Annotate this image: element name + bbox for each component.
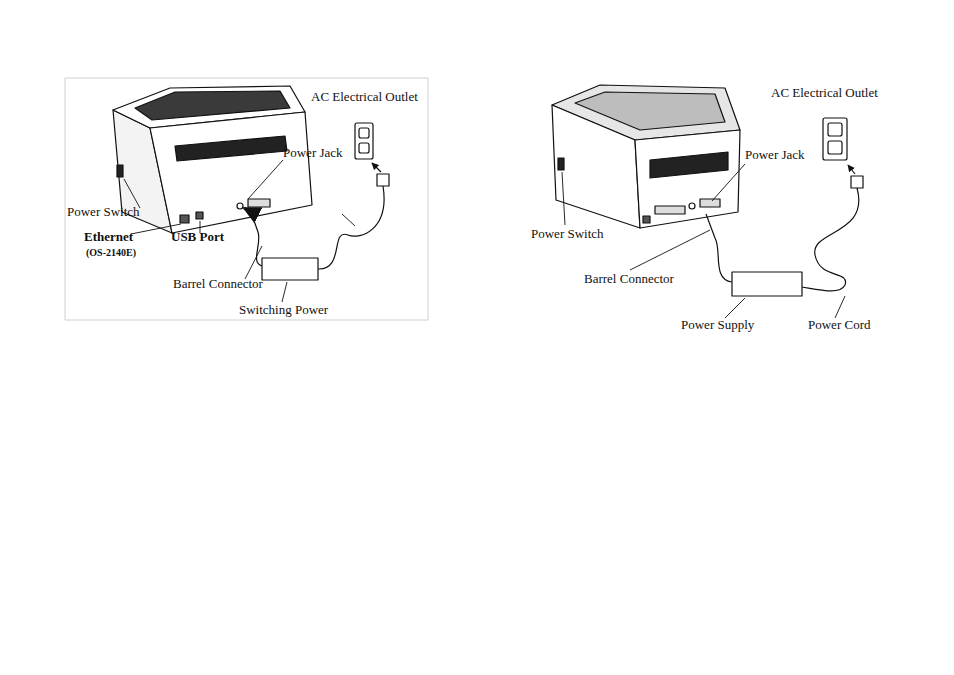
- parallel-port: [655, 206, 685, 214]
- plug-arrow: [372, 163, 381, 172]
- power-supply-brick: [732, 272, 802, 296]
- leader-line: [282, 282, 287, 302]
- power-switch: [117, 165, 123, 177]
- part-label: USB Port: [171, 229, 224, 244]
- part-label: Power Jack: [745, 147, 805, 162]
- image-frame: [65, 78, 428, 320]
- part-label: AC Electrical Outlet: [771, 85, 878, 100]
- part-label: AC Electrical Outlet: [311, 89, 418, 104]
- part-label: Power Supply: [681, 317, 754, 332]
- outlet: [355, 123, 373, 159]
- power-switch: [558, 158, 564, 170]
- outlet-socket: [359, 143, 369, 153]
- usb-port: [196, 212, 203, 219]
- power-jack: [689, 203, 695, 209]
- outlet-socket: [359, 128, 369, 138]
- leader-line: [562, 164, 845, 318]
- part-label: Switching Power: [239, 302, 328, 317]
- part-label: Power Cord: [808, 317, 870, 332]
- leader-line: [725, 298, 745, 318]
- paper-slot: [650, 152, 728, 178]
- paper-slot: [175, 136, 287, 161]
- model-note: (OS-2140E): [86, 247, 136, 258]
- part-label: Power Jack: [283, 145, 343, 160]
- leader-line: [342, 214, 355, 226]
- leader-line: [124, 160, 355, 302]
- leader-line: [712, 164, 745, 201]
- power-cord: [802, 188, 859, 291]
- power-cord: [318, 186, 384, 269]
- printer-rear: [150, 112, 312, 233]
- outlet-plate: [823, 118, 847, 160]
- dc-cord: [252, 215, 262, 266]
- outlet-plate: [355, 123, 373, 159]
- part-label: Power Switch: [67, 204, 140, 219]
- part-label: Power Switch: [531, 226, 604, 241]
- leader-line: [562, 172, 565, 225]
- usb-port: [643, 216, 650, 223]
- part-label: Ethernet: [84, 229, 133, 244]
- plug-arrow: [848, 165, 855, 174]
- outlet-socket: [828, 141, 842, 154]
- power-jack: [237, 203, 243, 209]
- leader-line: [245, 246, 262, 279]
- outlet-socket: [828, 123, 842, 136]
- part-label: Barrel Connector: [173, 276, 263, 291]
- outlet: [823, 118, 847, 160]
- leader-line: [248, 160, 283, 199]
- part-label: Barrel Connector: [584, 271, 674, 286]
- serial-port: [248, 199, 270, 207]
- plug: [377, 174, 389, 186]
- switching-power-brick: [262, 258, 318, 280]
- printer-rear: [635, 130, 740, 228]
- printer-body: [113, 86, 312, 233]
- leader-line: [630, 230, 710, 270]
- leader-line: [124, 179, 140, 208]
- dc-cord: [706, 214, 732, 282]
- printer-body: [552, 85, 740, 228]
- serial-port: [700, 199, 720, 207]
- barrel-arrow: [244, 208, 252, 212]
- plug: [851, 176, 863, 188]
- printer-illustration: [65, 78, 863, 320]
- leader-line: [835, 296, 845, 318]
- ethernet-port: [180, 215, 189, 223]
- printer-side: [552, 105, 640, 228]
